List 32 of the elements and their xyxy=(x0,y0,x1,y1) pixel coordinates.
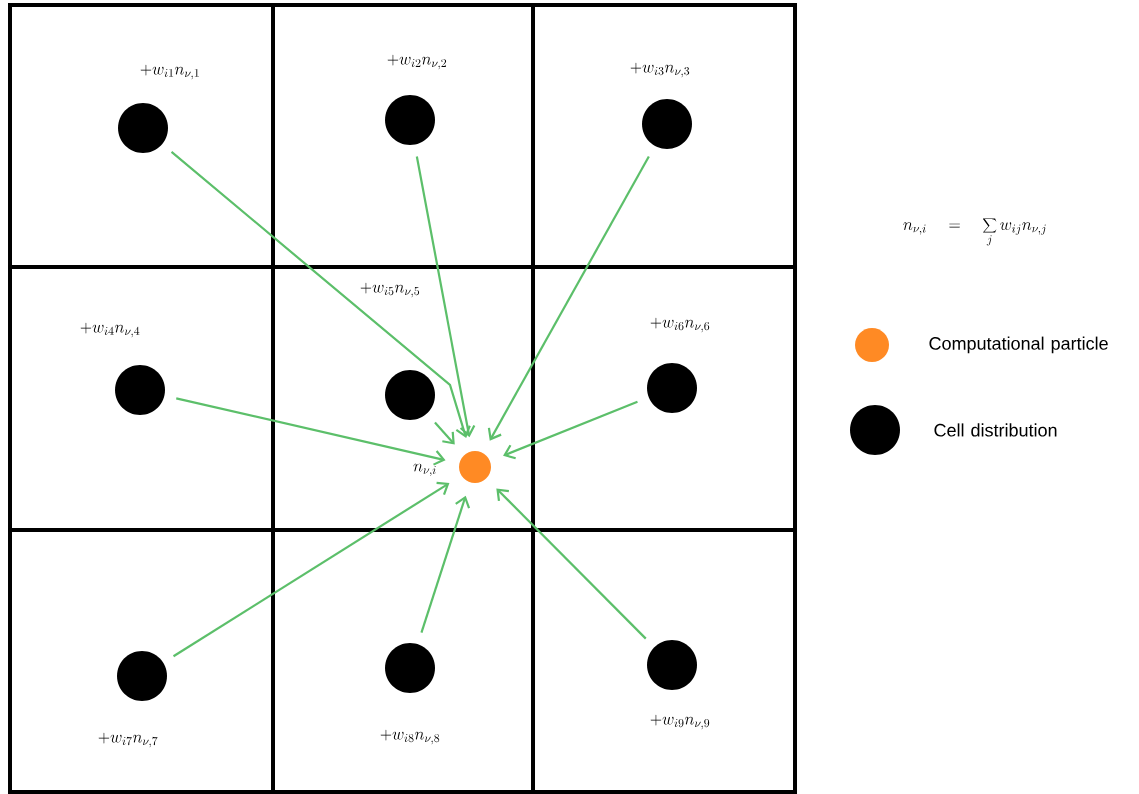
cell-dot xyxy=(115,365,165,415)
weight-label: $+w_{i7}n_{\nu,7}$ xyxy=(98,732,158,748)
cell-dot xyxy=(647,363,697,413)
weight-label: $+w_{i8}n_{\nu,8}$ xyxy=(380,729,440,745)
weight-label: $n_{\nu,i}$ xyxy=(413,463,436,477)
cell-dot xyxy=(118,103,168,153)
cell-dot xyxy=(385,643,435,693)
cell-dot xyxy=(385,370,435,420)
weight-label: $+w_{i4}n_{\nu,4}$ xyxy=(80,322,140,338)
cell-dot xyxy=(117,651,167,701)
arrow xyxy=(172,481,450,658)
equation: $n_{\nu,i} \quad = \quad \sum_{j} w_{ij}n_{\nu,j}$ xyxy=(903,218,1046,246)
arrow xyxy=(434,421,455,445)
weight-label: $+w_{i1}n_{\nu,1}$ xyxy=(140,64,199,80)
weight-label: $+w_{i9}n_{\nu,9}$ xyxy=(650,714,710,730)
legend-text: Computational particle xyxy=(929,336,1108,354)
arrow xyxy=(170,151,471,439)
weight-label: $+w_{i3}n_{\nu,3}$ xyxy=(630,62,690,78)
legend-text: Cell distribution xyxy=(934,423,1057,437)
arrow xyxy=(487,155,650,441)
arrow xyxy=(420,495,471,633)
arrow xyxy=(496,488,647,640)
arrow xyxy=(503,400,638,460)
arrow xyxy=(176,397,446,466)
weight-label: $+w_{i5}n_{\nu,5}$ xyxy=(360,282,420,298)
cell-dot xyxy=(642,99,692,149)
particle-dot xyxy=(459,451,491,483)
cell-dot xyxy=(647,640,697,690)
weight-label: $+w_{i2}n_{\nu,2}$ xyxy=(387,54,447,70)
weight-label: $+w_{i6}n_{\nu,6}$ xyxy=(650,317,710,333)
arrow xyxy=(415,156,476,438)
cell-dot xyxy=(385,95,435,145)
